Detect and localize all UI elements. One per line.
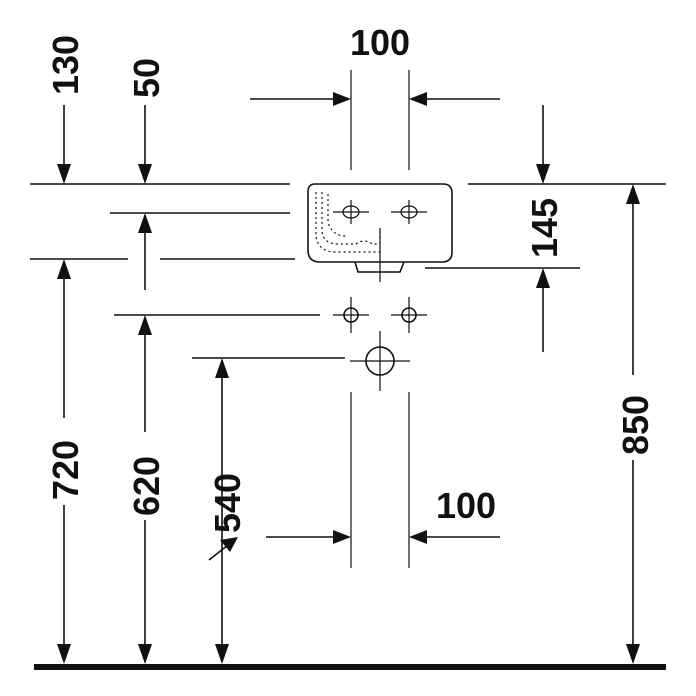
drain-connection xyxy=(350,331,410,391)
top-width-dimension: 100 xyxy=(250,22,500,170)
dimension-130: 130 xyxy=(45,35,86,184)
label-130: 130 xyxy=(45,35,86,95)
pointer-arrow-head xyxy=(220,537,238,552)
floor-line xyxy=(34,664,666,670)
dimension-620: 620 xyxy=(126,315,167,664)
basin-drain-outlet xyxy=(354,261,405,273)
dimension-540: 540 xyxy=(207,358,248,664)
dimension-50: 50 xyxy=(126,58,167,290)
basin-drain-contour xyxy=(321,192,380,245)
basin xyxy=(307,183,453,282)
top-width-label: 100 xyxy=(350,22,410,63)
label-145: 145 xyxy=(524,198,565,258)
bottom-width-dimension: 100 xyxy=(266,392,500,568)
label-850: 850 xyxy=(615,395,656,455)
basin-outline xyxy=(307,183,453,263)
label-540: 540 xyxy=(207,473,248,533)
label-720: 720 xyxy=(45,440,86,500)
basin-inner-contour-2 xyxy=(327,194,347,237)
pointer-arrow-line xyxy=(208,544,229,561)
dimension-850: 850 xyxy=(615,184,656,664)
label-50: 50 xyxy=(126,58,167,98)
dimension-720: 720 xyxy=(45,259,86,664)
label-620: 620 xyxy=(126,456,167,516)
dimension-145: 145 xyxy=(524,105,565,352)
bottom-width-label: 100 xyxy=(436,485,496,526)
supply-connections xyxy=(333,297,427,333)
